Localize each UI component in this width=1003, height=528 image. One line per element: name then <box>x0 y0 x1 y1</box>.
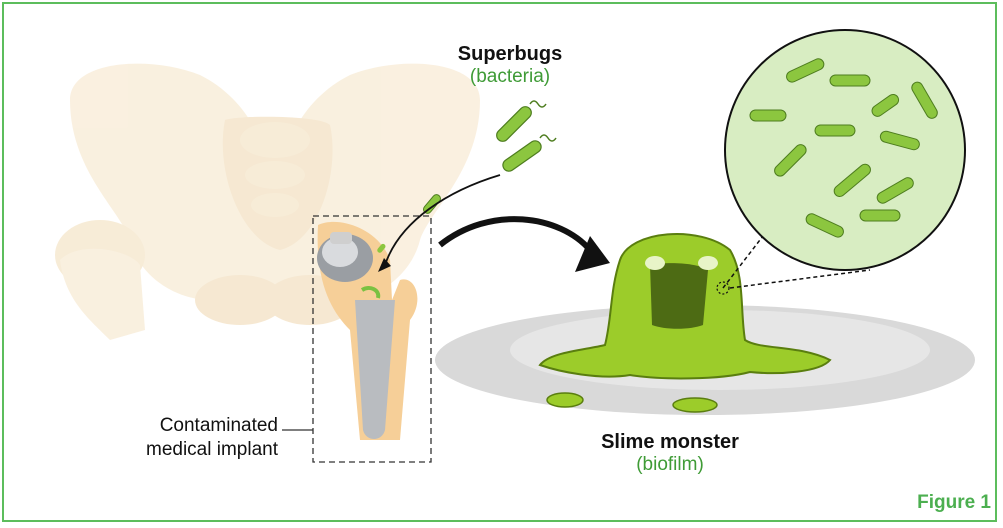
slime-subtitle: (biofilm) <box>590 454 750 477</box>
slime-title: Slime monster <box>590 430 750 454</box>
superbugs-title: Superbugs <box>450 42 570 66</box>
figure-label: Figure 1 <box>917 492 991 514</box>
curved-arrow-icon <box>440 219 590 250</box>
superbugs-subtitle: (bacteria) <box>450 66 570 89</box>
implant-label-line2: medical implant <box>122 438 278 462</box>
superbugs-label: Superbugs (bacteria) <box>450 42 570 89</box>
implant-label: Contaminated medical implant <box>122 414 278 462</box>
magnifier-circle-icon <box>725 30 965 270</box>
slime-label: Slime monster (biofilm) <box>590 430 750 477</box>
implant-label-line1: Contaminated <box>122 414 278 438</box>
